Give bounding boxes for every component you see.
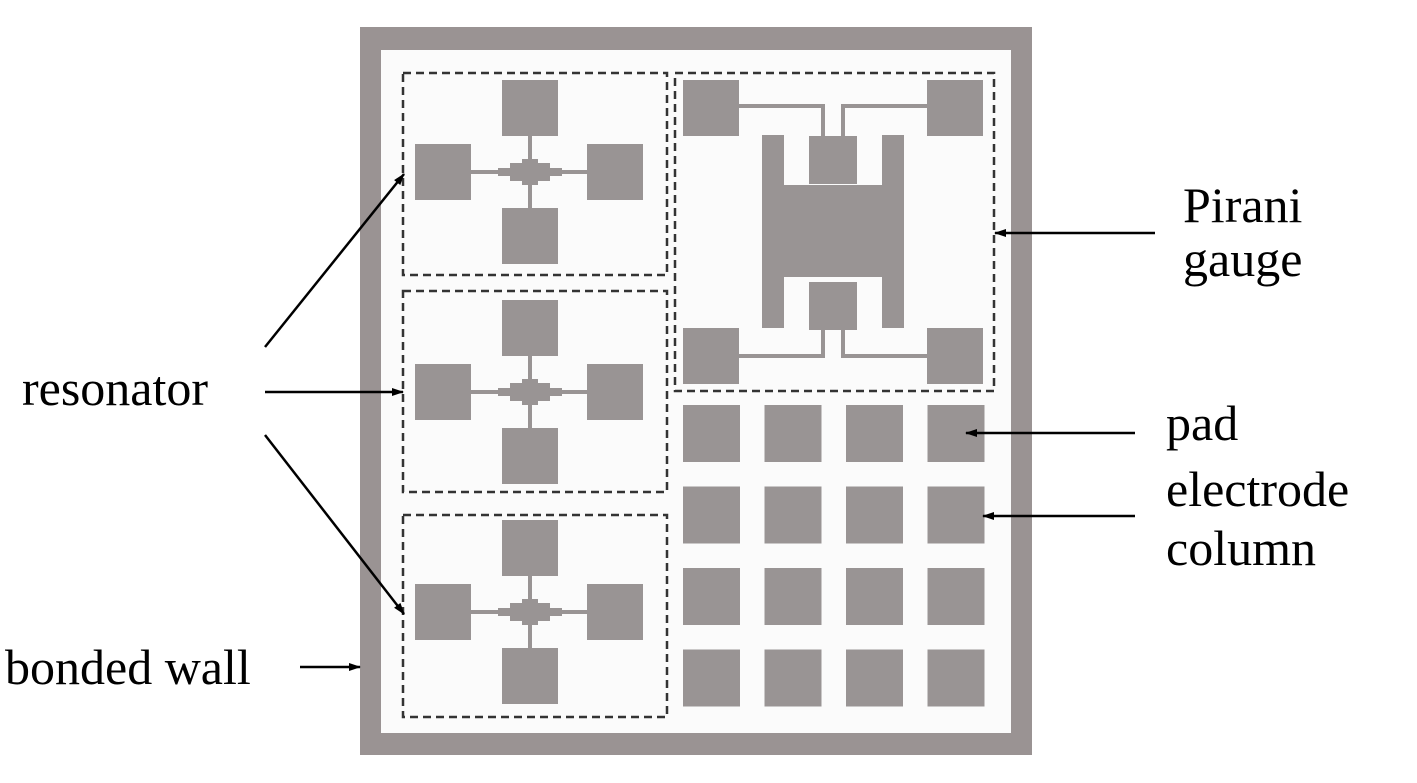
pirani-inner-pad-top: [809, 136, 857, 184]
pirani-pad-bottom-right: [927, 328, 983, 384]
pirani-pad-bottom-left: [683, 328, 739, 384]
pad-electrode-column: [927, 649, 985, 707]
label-column: column: [1166, 520, 1316, 576]
pad-grid: [683, 405, 985, 707]
pirani-left-arm: [762, 135, 784, 328]
pirani-lead-top: [739, 104, 927, 136]
resonator-electrode-bottom: [502, 428, 558, 484]
resonator: [401, 513, 669, 719]
resonator: [401, 289, 669, 494]
pad-electrode-column: [683, 568, 740, 625]
resonator-proof-mass: [498, 159, 562, 185]
pad-electrode-column: [683, 486, 740, 544]
pirani-pad-top-left: [683, 80, 739, 136]
pad-electrode-column: [846, 405, 903, 462]
label-resonator: resonator: [22, 360, 208, 416]
pad-electrode-column: [683, 649, 740, 707]
pad-electrode-column: [764, 649, 822, 707]
resonator-electrode-left: [415, 364, 471, 420]
resonator-electrode-bottom: [502, 648, 558, 704]
pirani-inner-pad-bottom: [809, 282, 857, 330]
pad-electrode-column: [846, 486, 903, 544]
pirani-lead-bottom: [739, 330, 927, 358]
resonator-electrode-right: [587, 584, 643, 640]
resonator-dashed-box: [401, 289, 669, 494]
pad-electrode-column: [764, 405, 822, 462]
label-bonded-wall: bonded wall: [5, 639, 251, 695]
resonator-electrode-bottom: [502, 208, 558, 264]
resonator-electrode-left: [415, 144, 471, 200]
resonator-electrode-right: [587, 144, 643, 200]
resonator-electrode-top: [502, 300, 558, 356]
pad-electrode-column: [927, 568, 985, 625]
resonator-electrode-right: [587, 364, 643, 420]
pirani-dashed-box: [673, 71, 996, 393]
annotation-arrows: [264, 173, 1155, 671]
pad-electrode-column: [846, 649, 903, 707]
resonator-dashed-box: [401, 71, 669, 277]
label-pirani: Pirani: [1183, 177, 1302, 233]
label-electrode: electrode: [1166, 461, 1349, 517]
pirani-center-body: [784, 185, 882, 277]
pirani-right-arm: [882, 135, 904, 328]
label-pad: pad: [1166, 395, 1238, 451]
pad-electrode-column: [927, 486, 985, 544]
resonator-group: [401, 71, 669, 719]
resonator-dashed-box: [401, 513, 669, 719]
label-gauge: gauge: [1183, 231, 1302, 287]
resonator-electrode-top: [502, 520, 558, 576]
pad-electrode-column: [846, 568, 903, 625]
pad-electrode-column: [683, 405, 740, 462]
resonator-electrode-top: [502, 80, 558, 136]
resonator-electrode-left: [415, 584, 471, 640]
pad-electrode-column: [764, 568, 822, 625]
resonator-proof-mass: [498, 599, 562, 625]
resonator: [401, 71, 669, 277]
resonator-proof-mass: [498, 379, 562, 405]
pirani-pad-top-right: [927, 80, 983, 136]
pad-electrode-column: [764, 486, 822, 544]
pirani-gauge: [673, 71, 996, 393]
arrow-resonator-bottom: [264, 434, 405, 615]
arrow-resonator-top: [264, 173, 405, 348]
